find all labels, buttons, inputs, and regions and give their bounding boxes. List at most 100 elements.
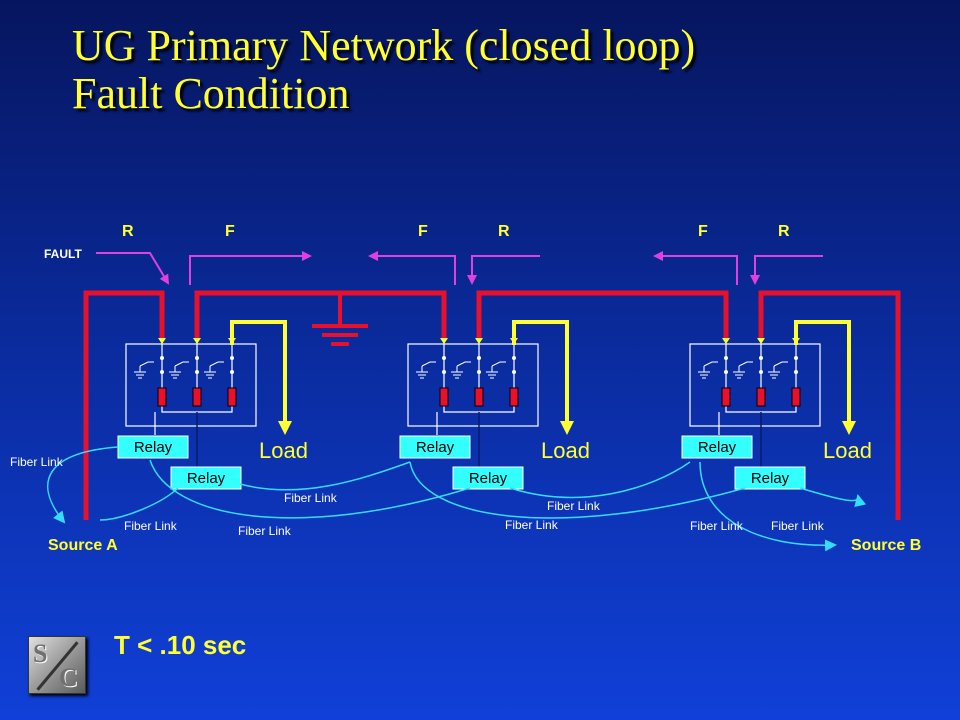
fault-signal-arrow [96, 252, 170, 285]
load-label: Load [823, 438, 872, 463]
fiber-link-label: Fiber Link [284, 491, 338, 505]
fiber-link-label: Fiber Link [771, 519, 825, 533]
source-a-label: Source A [48, 537, 118, 554]
current-transformer [756, 387, 766, 407]
relay-box[interactable] [734, 466, 806, 490]
contact-dot [442, 370, 446, 374]
fiber-link-2-to-3 [509, 461, 691, 499]
forward-arrow-2 [368, 251, 456, 285]
fiber-link-label: Fiber Link [238, 524, 292, 538]
fiber-links [47, 446, 867, 552]
fiber-link-label: Fiber Link [690, 519, 744, 533]
contact-dot [230, 370, 234, 374]
contact-dot [512, 370, 516, 374]
contact-dot [794, 370, 798, 374]
ground-switch-icon [768, 361, 788, 379]
relay-box[interactable] [452, 466, 524, 490]
terminal-marker [440, 338, 448, 344]
title-line-1: UG Primary Network (closed loop) [72, 21, 696, 70]
direction-labels: R F F R F R [122, 223, 790, 240]
current-transformer [227, 387, 237, 407]
relay-label: Relay [751, 470, 790, 487]
contact-dot [442, 356, 446, 360]
page-title: UG Primary Network (closed loop) Fault C… [72, 22, 695, 118]
contact-dot [724, 370, 728, 374]
fiber-link-labels: Fiber Link Fiber Link Fiber Link Fiber L… [10, 455, 825, 538]
logo-letter: S [33, 639, 48, 668]
terminal-marker [757, 338, 765, 344]
fiber-link-2-to-3b [409, 461, 746, 519]
contact-dot [477, 356, 481, 360]
relay-label: Relay [134, 439, 173, 456]
relay-box-2[interactable]: Relay [170, 466, 242, 490]
timing-label: T < .10 sec [114, 630, 247, 660]
relay-box-2[interactable]: Relay [734, 466, 806, 490]
direction-signals [96, 251, 823, 285]
terminal-marker [158, 338, 166, 344]
fiber-link-label: Fiber Link [124, 519, 178, 533]
ct-wiring [725, 406, 797, 413]
switchgear-enclosure [125, 343, 257, 427]
terminal-marker [475, 338, 483, 344]
contact-dot [724, 356, 728, 360]
ground-switch-icon [451, 361, 471, 379]
contact-dot [195, 370, 199, 374]
terminal-marker [722, 338, 730, 344]
load-feed-arrow [230, 320, 292, 435]
current-transformer [791, 387, 801, 407]
fiber-link-3-to-b [699, 461, 837, 552]
fiber-link-a-left [47, 446, 119, 524]
company-logo: S C [28, 636, 86, 694]
relay-box[interactable] [681, 435, 753, 459]
fiber-link-label: Fiber Link [505, 518, 559, 532]
relay-label: Relay [698, 439, 737, 456]
reverse-arrow-2 [467, 255, 540, 285]
load-label: Load [259, 438, 308, 463]
switchgear-enclosure [407, 343, 539, 427]
current-transformer [157, 387, 167, 407]
ct-wiring [443, 406, 515, 413]
relay-box-1[interactable]: Relay [117, 435, 189, 459]
relay-box-1[interactable]: Relay [681, 435, 753, 459]
relay-box-2[interactable]: Relay [452, 466, 524, 490]
logo-letter: C [59, 663, 78, 692]
load-label: Load [541, 438, 590, 463]
relay-label: Relay [187, 470, 226, 487]
current-transformer [439, 387, 449, 407]
direction-label: R [122, 223, 134, 240]
direction-label: F [418, 223, 428, 240]
contact-dot [230, 356, 234, 360]
ground-switch-icon [486, 361, 506, 379]
title-line-2: Fault Condition [72, 69, 350, 118]
contact-dot [160, 356, 164, 360]
relay-box[interactable] [170, 466, 242, 490]
ct-wiring [161, 406, 233, 413]
ground-switch-icon [169, 361, 189, 379]
ground-switch-icon [416, 361, 436, 379]
source-a-feeder [83, 290, 165, 520]
direction-label: R [498, 223, 510, 240]
fault-label: FAULT [44, 247, 82, 261]
current-transformer [192, 387, 202, 407]
forward-arrow-3 [653, 251, 738, 285]
contact-dot [759, 356, 763, 360]
fiber-link-b-right [799, 487, 867, 508]
fiber-link-label: Fiber Link [10, 455, 64, 469]
fiber-link-label: Fiber Link [547, 499, 601, 513]
fault-ground-icon [312, 293, 368, 346]
contact-dot [477, 370, 481, 374]
contact-dot [794, 356, 798, 360]
relay-label: Relay [416, 439, 455, 456]
contact-dot [512, 356, 516, 360]
source-b-feeder [758, 290, 901, 520]
forward-arrow-1 [189, 251, 312, 285]
primary-bus [83, 290, 901, 520]
bus-segment-1 [194, 290, 447, 338]
ground-switch-icon [733, 361, 753, 379]
relay-box[interactable] [399, 435, 471, 459]
switchgear-enclosure [689, 343, 821, 427]
ground-switch-icon [698, 361, 718, 379]
current-transformer [474, 387, 484, 407]
relay-box-1[interactable]: Relay [399, 435, 471, 459]
